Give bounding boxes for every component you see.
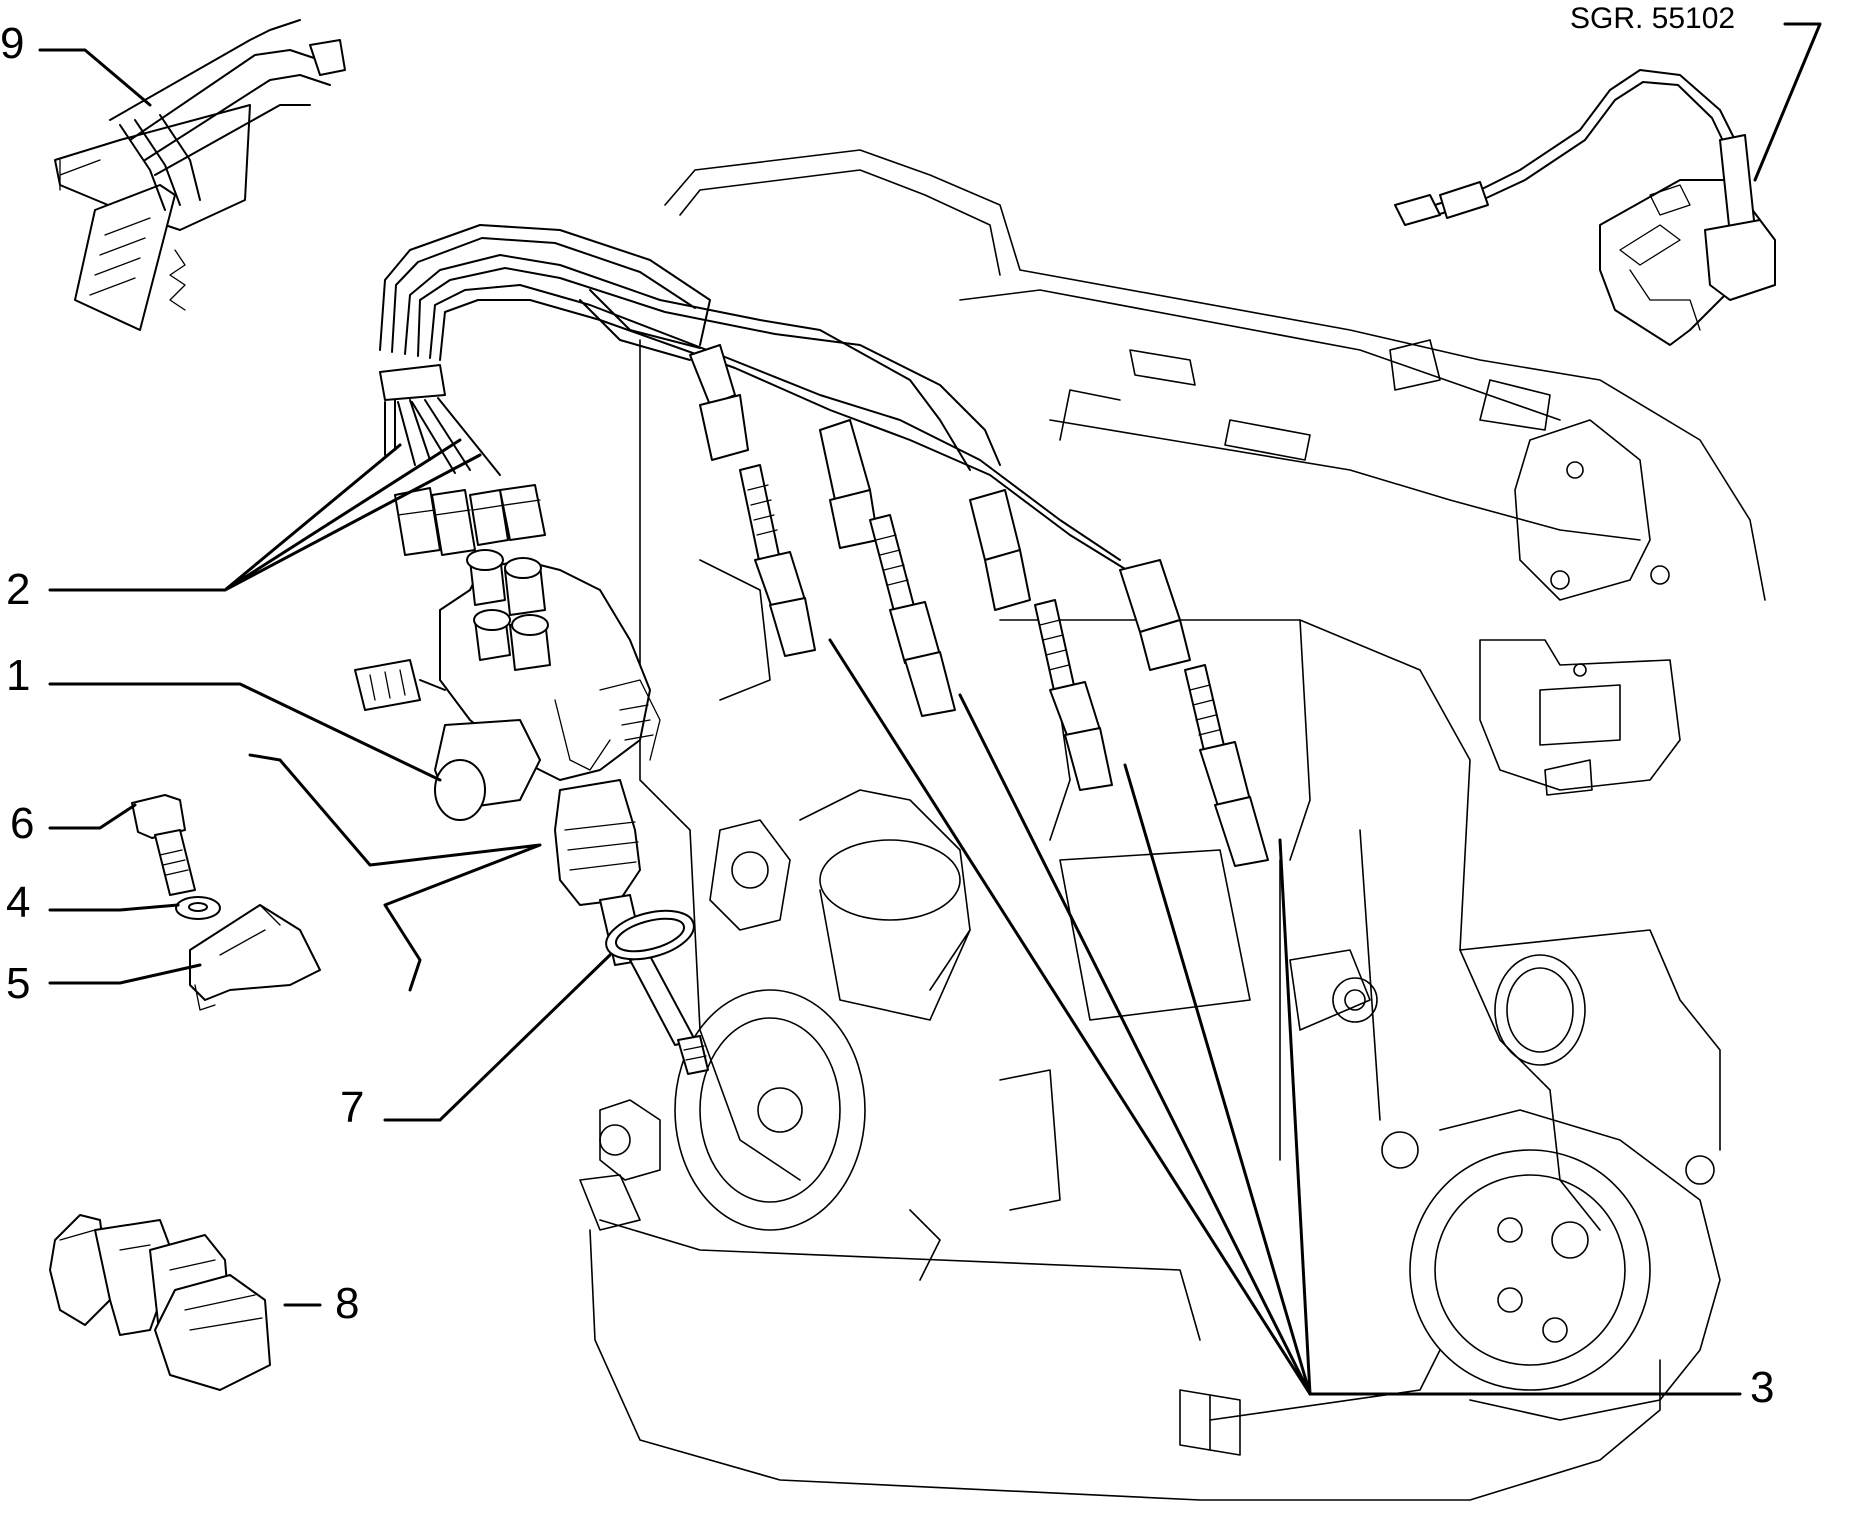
leader-5: [48, 963, 202, 985]
spark-plug-1: [739, 464, 816, 657]
leader-9: [38, 48, 152, 107]
reference-code: SGR. 55102: [1570, 2, 1735, 35]
leader-1-bracket: [248, 753, 542, 992]
ht-leads: [379, 224, 1191, 671]
leader-7: [383, 953, 612, 1122]
leader-3: [828, 638, 1742, 1396]
callout-1: 1: [6, 651, 30, 700]
wire-harness-clip: [54, 19, 346, 331]
washer-hole: [188, 902, 208, 912]
callout-2: 2: [6, 565, 30, 614]
leader-1: [48, 682, 442, 782]
callout-6: 6: [10, 799, 34, 848]
bolt: [131, 794, 196, 896]
ignition-coil: [1394, 69, 1776, 346]
leader-4: [48, 903, 180, 912]
callout-9: 9: [0, 19, 24, 68]
callout-3: 3: [1750, 1363, 1774, 1412]
distributor: [354, 549, 709, 1075]
clamp-plate: [189, 904, 321, 1011]
lead-clip: [49, 1214, 271, 1391]
o-ring-inner: [614, 917, 686, 953]
spark-plugs: [739, 464, 1269, 867]
o-ring: [605, 909, 695, 961]
spark-plug-4: [1184, 664, 1269, 867]
spark-plug-3: [1034, 599, 1113, 791]
spark-plug-2: [869, 514, 956, 717]
leader-sgr: [1753, 22, 1822, 182]
engine-block: [579, 149, 1766, 1501]
leader-2: [48, 438, 482, 592]
callout-8: 8: [335, 1279, 359, 1328]
leader-6: [48, 803, 137, 830]
callout-4: 4: [6, 878, 30, 927]
callout-5: 5: [6, 959, 30, 1008]
washer: [175, 896, 221, 920]
callout-7: 7: [340, 1083, 364, 1132]
leader-lines: [38, 22, 1822, 1396]
